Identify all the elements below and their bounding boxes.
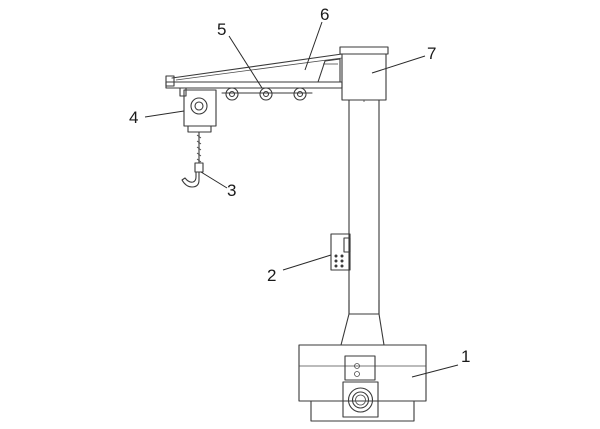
chain-hook (181, 131, 204, 188)
trolley-wheels (225, 87, 307, 101)
callout-3: 3 (227, 181, 236, 200)
callout-7: 7 (427, 44, 436, 63)
jib-arm (165, 53, 343, 94)
callout-labels: 1 2 3 4 5 6 7 (129, 5, 470, 366)
vertical-column (348, 99, 380, 315)
callout-1: 1 (461, 347, 470, 366)
base-unit (298, 344, 427, 422)
hoist-unit (179, 87, 217, 133)
callout-2: 2 (267, 266, 276, 285)
column-flare (340, 299, 385, 346)
control-box (330, 233, 351, 271)
callout-6: 6 (320, 5, 329, 24)
leader-lines (144, 21, 459, 378)
top-housing (339, 46, 389, 101)
callout-4: 4 (129, 108, 138, 127)
callout-5: 5 (217, 20, 226, 39)
